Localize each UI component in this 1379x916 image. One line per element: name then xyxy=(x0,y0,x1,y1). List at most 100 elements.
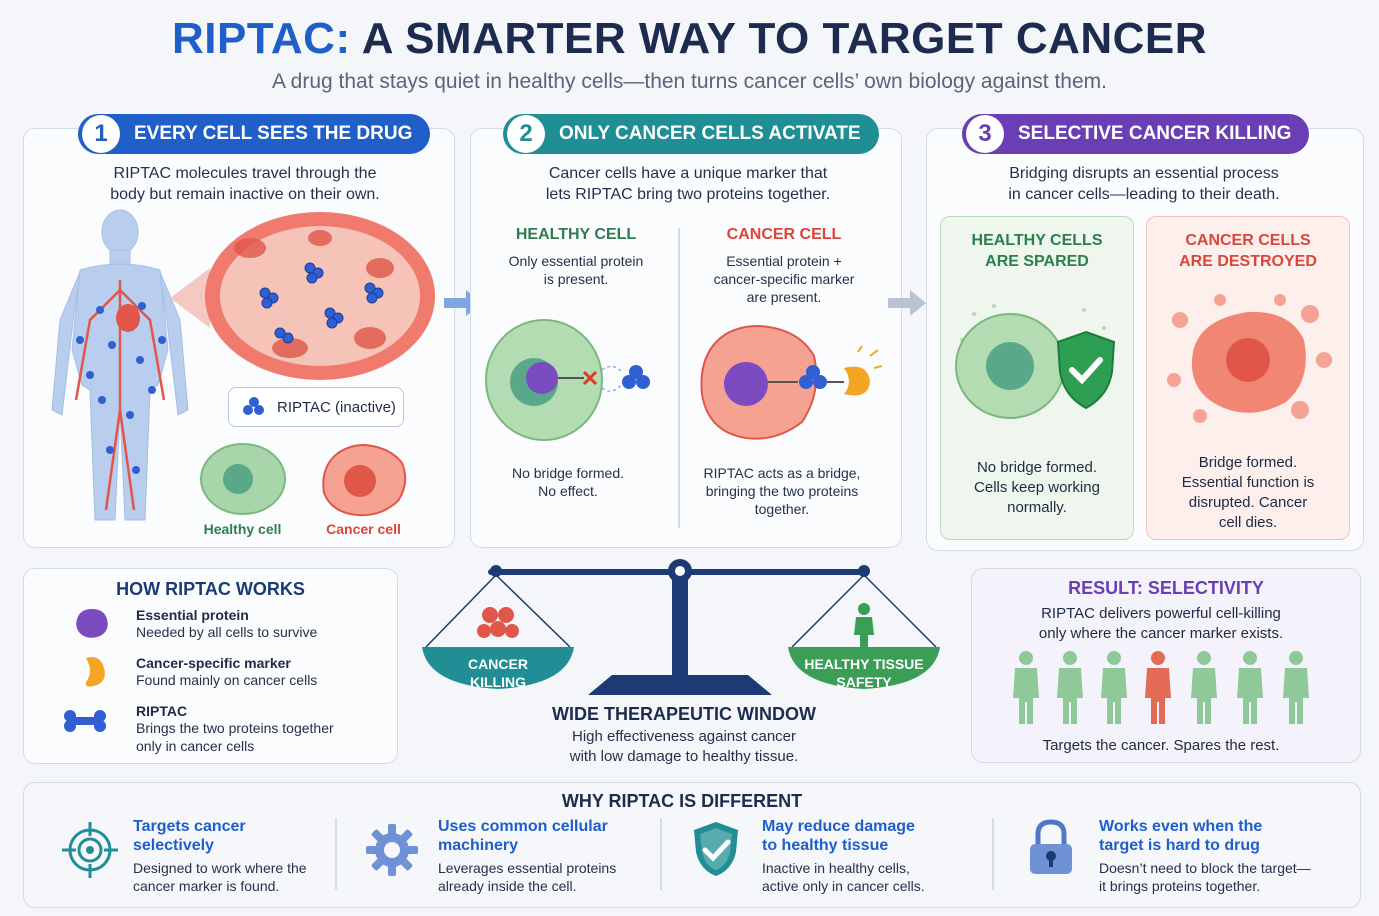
step3-healthy-result-line2: Cells keep working xyxy=(974,479,1100,496)
why-divider xyxy=(335,818,337,890)
how-item-title: Essential protein xyxy=(136,607,249,623)
step1-title: EVERY CELL SEES THE DRUG xyxy=(134,123,413,144)
how-title: HOW RIPTAC WORKS xyxy=(116,579,305,599)
step2-cancer-sub: Essential protein + cancer-specific mark… xyxy=(684,252,884,306)
step2-description: Cancer cells have a unique marker that l… xyxy=(478,163,898,205)
why-item-title: machinery xyxy=(438,837,519,854)
step2-cancer-result: RIPTAC acts as a bridge, bringing the tw… xyxy=(684,464,880,518)
result-footer: Targets the cancer. Spares the rest. xyxy=(1042,737,1280,754)
step2-number: 2 xyxy=(507,115,545,153)
step3-desc-line1: Bridging disrupts an essential process xyxy=(1009,165,1279,182)
how-item-desc: Needed by all cells to survive xyxy=(136,624,318,640)
why-different-panel xyxy=(23,782,1361,908)
why-divider xyxy=(660,818,662,890)
cancer-marker-icon xyxy=(85,657,105,687)
step2-cancer-sub-line3: are present. xyxy=(746,289,822,305)
step2-healthy-result-line1: No bridge formed. xyxy=(511,465,625,481)
step2-cancer-sub-line2: cancer-specific marker xyxy=(713,271,855,287)
balance-scale-illustration xyxy=(422,559,940,695)
step1-number: 1 xyxy=(82,115,120,153)
why-item-reduce-damage: May reduce damage to healthy tissue Inac… xyxy=(762,817,984,895)
target-icon xyxy=(62,822,118,878)
step2-healthy-result: No bridge formed. No effect. xyxy=(478,464,658,500)
step3-healthy-result: No bridge formed. Cells keep working nor… xyxy=(940,458,1134,518)
step2-healthy-head: HEALTHY CELL xyxy=(515,226,637,243)
step3-healthy-result-line1: No bridge formed. xyxy=(976,459,1098,476)
why-item-desc-line: already inside the cell. xyxy=(438,878,577,894)
how-item-essential-protein: Essential protein Needed by all cells to… xyxy=(136,607,317,641)
step2-healthy-sub-line2: is present. xyxy=(543,271,609,287)
step2-cancer-result-line2: bringing the two proteins xyxy=(705,483,859,499)
why-item-desc: Inactive in healthy cells, active only i… xyxy=(762,859,984,895)
step3-cancer-head-line2: ARE DESTROYED xyxy=(1179,253,1317,270)
how-item-desc: Found mainly on cancer cells xyxy=(136,672,318,688)
step3-cancer-result-line1: Bridge formed. xyxy=(1198,454,1298,471)
why-item-title: Targets cancer xyxy=(133,818,246,835)
healthy-tissue-safety-label: HEALTHY TISSUE SAFETY xyxy=(788,655,940,691)
why-item-desc: Designed to work where the cancer marker… xyxy=(133,859,328,895)
why-divider xyxy=(992,818,994,890)
step1-description: RIPTAC molecules travel through the body… xyxy=(40,163,450,205)
why-item-title: target is hard to drug xyxy=(1099,837,1260,854)
step3-cancer-head: CANCER CELLS ARE DESTROYED xyxy=(1146,230,1350,272)
cancer-cell-label: Cancer cell xyxy=(326,521,401,537)
why-item-desc: Leverages essential proteins already ins… xyxy=(438,859,653,895)
step2-healthy-result-line2: No effect. xyxy=(538,483,598,499)
result-panel xyxy=(971,568,1361,763)
step2-healthy-sub: Only essential protein is present. xyxy=(478,252,674,288)
result-desc-line1: RIPTAC delivers powerful cell-killing xyxy=(1041,605,1281,622)
riptac-legend-label: RIPTAC (inactive) xyxy=(277,398,396,416)
shield-check-icon xyxy=(694,822,738,876)
why-item-title: Works even when the xyxy=(1099,818,1263,835)
riptac-molecule-icon xyxy=(243,397,264,415)
how-item-title: Cancer-specific marker xyxy=(136,655,291,671)
step1-desc-line1: RIPTAC molecules travel through the xyxy=(113,165,377,182)
title-accent: RIPTAC: xyxy=(171,14,351,63)
why-item-desc-line: Inactive in healthy cells, xyxy=(762,860,910,876)
step2-cancer-column: CANCER CELL Essential protein + cancer-s… xyxy=(684,226,884,306)
lock-icon xyxy=(1030,819,1072,874)
title-rest: A SMARTER WAY TO TARGET CANCER xyxy=(361,14,1208,63)
blood-vessel-zoom xyxy=(170,212,435,380)
step3-healthy-result-line3: normally. xyxy=(1007,499,1067,516)
why-item-title: Uses common cellular xyxy=(438,818,608,835)
step3-desc-line2: in cancer cells—leading to their death. xyxy=(1008,186,1280,203)
step1-badge: 1 EVERY CELL SEES THE DRUG xyxy=(78,114,431,154)
healthy-safety-line1: HEALTHY TISSUE xyxy=(804,656,924,672)
why-item-desc-line: it brings proteins together. xyxy=(1099,878,1261,894)
why-item-title: to healthy tissue xyxy=(762,837,889,854)
gear-icon xyxy=(366,824,418,876)
step3-description: Bridging disrupts an essential process i… xyxy=(934,163,1354,205)
window-desc-line2: with low damage to healthy tissue. xyxy=(569,748,799,765)
why-item-desc-line: active only in cancer cells. xyxy=(762,878,925,894)
people-selectivity-icon xyxy=(1013,651,1309,724)
step2-cancer-result-line1: RIPTAC acts as a bridge, xyxy=(703,465,861,481)
why-item-desc: Doesn’t need to block the target— it bri… xyxy=(1099,859,1349,895)
step3-cancer-result: Bridge formed. Essential function is dis… xyxy=(1146,453,1350,533)
result-desc-line2: only where the cancer marker exists. xyxy=(1038,625,1284,642)
step3-cancer-result-line4: cell dies. xyxy=(1218,514,1278,531)
step2-healthy-column: HEALTHY CELL Only essential protein is p… xyxy=(478,226,674,288)
step3-number: 3 xyxy=(966,115,1004,153)
riptac-icon xyxy=(64,710,106,732)
how-it-works-panel xyxy=(23,568,398,764)
step2-cancer-head: CANCER CELL xyxy=(726,226,842,243)
why-item-hard-to-drug: Works even when the target is hard to dr… xyxy=(1099,817,1349,895)
why-item-desc-line: cancer marker is found. xyxy=(133,878,280,894)
result-description: RIPTAC delivers powerful cell-killing on… xyxy=(971,604,1351,644)
cancer-cell-destroyed-illustration xyxy=(1167,294,1332,423)
step3-healthy-head-line2: ARE SPARED xyxy=(985,253,1089,270)
cancer-cell-bridge-illustration xyxy=(700,324,883,440)
step3-badge: 3 SELECTIVE CANCER KILLING xyxy=(962,114,1310,154)
why-title: WHY RIPTAC IS DIFFERENT xyxy=(561,791,803,811)
step3-cancer-result-line3: disrupted. Cancer xyxy=(1188,494,1308,511)
step1-desc-line2: body but remain inactive on their own. xyxy=(110,186,380,203)
healthy-safety-line2: SAFETY xyxy=(836,674,892,690)
step3-cancer-head-line1: CANCER CELLS xyxy=(1185,232,1311,249)
why-item-desc-line: Leverages essential proteins xyxy=(438,860,617,876)
healthy-cell-label: Healthy cell xyxy=(203,521,282,537)
page-subtitle: A drug that stays quiet in healthy cells… xyxy=(271,70,1107,93)
cancer-killing-line2: KILLING xyxy=(470,674,526,690)
healthy-cell-icon xyxy=(200,443,286,515)
cancer-killing-label: CANCER KILLING xyxy=(422,655,574,691)
